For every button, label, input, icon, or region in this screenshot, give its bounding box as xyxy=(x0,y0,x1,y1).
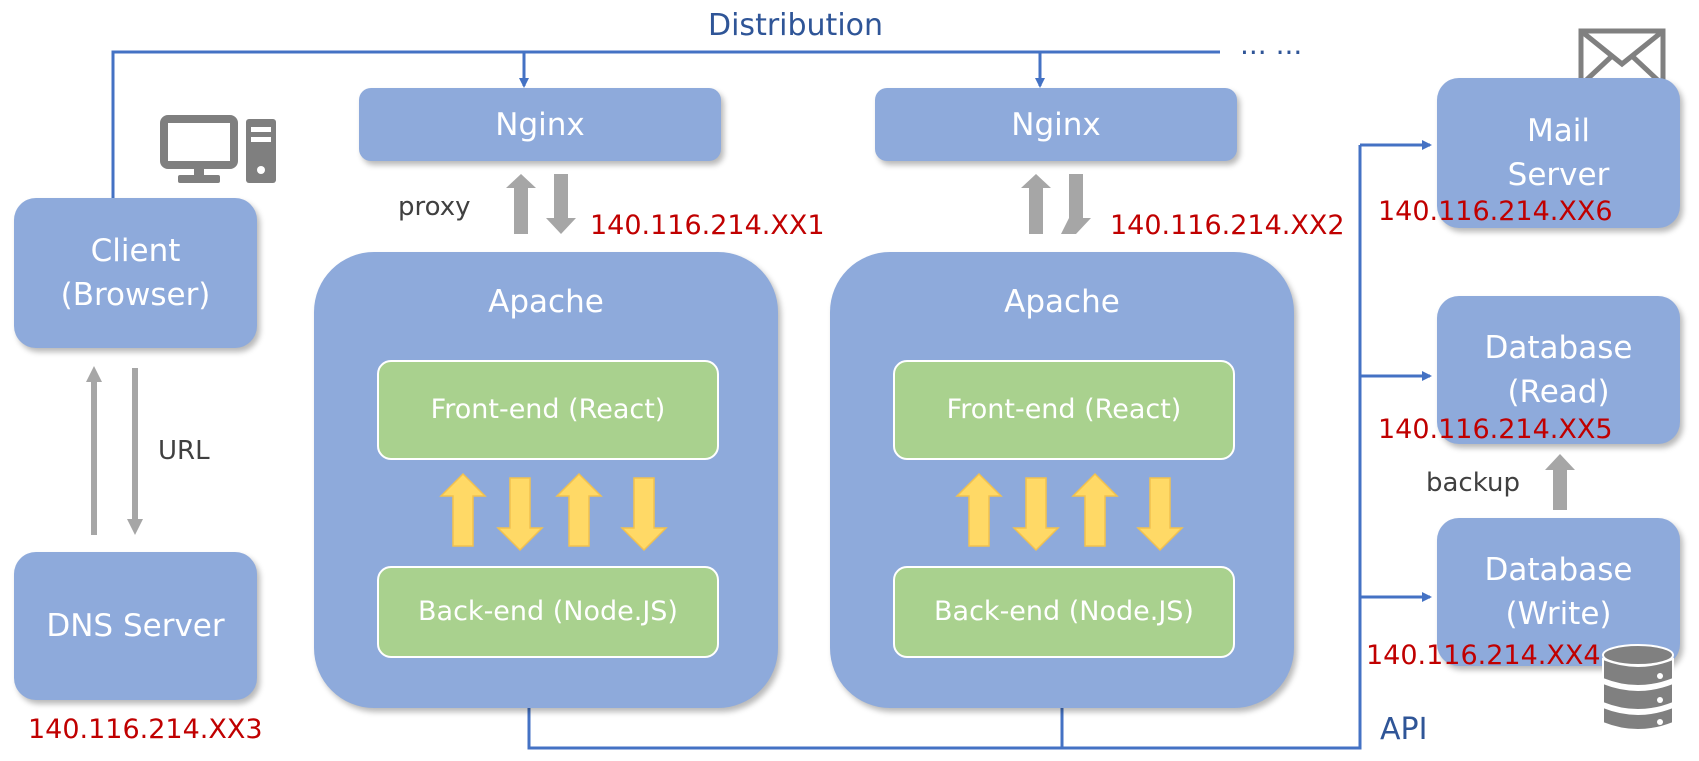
client-label-line1: Client xyxy=(90,233,181,269)
proxy-up-arrow-2 xyxy=(1021,174,1051,234)
client-browser-box: Client (Browser) xyxy=(14,198,257,348)
api-line xyxy=(527,145,1362,750)
ellipsis-label: ... ... xyxy=(1240,28,1303,61)
url-up-arrow xyxy=(86,366,102,535)
server2-ip: 140.116.214.XX2 xyxy=(1110,210,1345,241)
url-label: URL xyxy=(158,436,210,466)
db-write-line2: (Write) xyxy=(1505,596,1612,632)
proxy-label: proxy xyxy=(398,192,471,222)
proxy-down-arrow-1 xyxy=(546,174,576,234)
mail-label-line2: Server xyxy=(1507,157,1610,193)
client-label-line2: (Browser) xyxy=(60,277,211,313)
proxy-up-arrow-1 xyxy=(506,174,536,234)
mail-server-box: Mail Server xyxy=(1437,78,1680,228)
database-icon xyxy=(1602,644,1674,731)
frontend-label-1: Front-end (React) xyxy=(430,394,666,425)
api-label: API xyxy=(1380,712,1428,747)
frontend-box-1: Front-end (React) xyxy=(377,360,719,460)
nginx-box-2: Nginx xyxy=(875,88,1237,161)
db-read-line2: (Read) xyxy=(1507,374,1610,410)
backend-label-2: Back-end (Node.JS) xyxy=(934,596,1194,627)
database-write-box: Database (Write) xyxy=(1437,518,1680,666)
server1-ip: 140.116.214.XX1 xyxy=(590,210,825,241)
computer-icon xyxy=(160,115,276,183)
url-down-arrow xyxy=(127,368,143,535)
backup-label: backup xyxy=(1426,468,1520,498)
dns-ip: 140.116.214.XX3 xyxy=(28,714,263,745)
mail-label-line1: Mail xyxy=(1527,113,1590,149)
backup-up-arrow xyxy=(1545,454,1575,510)
nginx-label-2: Nginx xyxy=(1011,106,1101,143)
frontend-label-2: Front-end (React) xyxy=(946,394,1182,425)
nginx-box-1: Nginx xyxy=(359,88,721,161)
db-read-line1: Database xyxy=(1484,330,1633,366)
db-write-ip: 140.116.214.XX4 xyxy=(1366,640,1601,671)
distribution-label: Distribution xyxy=(708,8,884,43)
backend-box-1: Back-end (Node.JS) xyxy=(377,566,719,658)
apache-label-1: Apache xyxy=(488,284,604,320)
frontend-box-2: Front-end (React) xyxy=(893,360,1235,460)
mail-ip: 140.116.214.XX6 xyxy=(1378,196,1613,227)
backend-label-1: Back-end (Node.JS) xyxy=(418,596,678,627)
nginx-label-1: Nginx xyxy=(495,106,585,143)
dns-server-box: DNS Server xyxy=(14,552,257,700)
db-write-line1: Database xyxy=(1484,552,1633,588)
database-read-box: Database (Read) xyxy=(1437,296,1680,444)
apache-label-2: Apache xyxy=(1004,284,1120,320)
proxy-down-arrow-2 xyxy=(1061,174,1091,234)
dns-label: DNS Server xyxy=(46,608,225,644)
db-read-ip: 140.116.214.XX5 xyxy=(1378,414,1613,445)
distribution-line xyxy=(111,50,1220,198)
backend-box-2: Back-end (Node.JS) xyxy=(893,566,1235,658)
